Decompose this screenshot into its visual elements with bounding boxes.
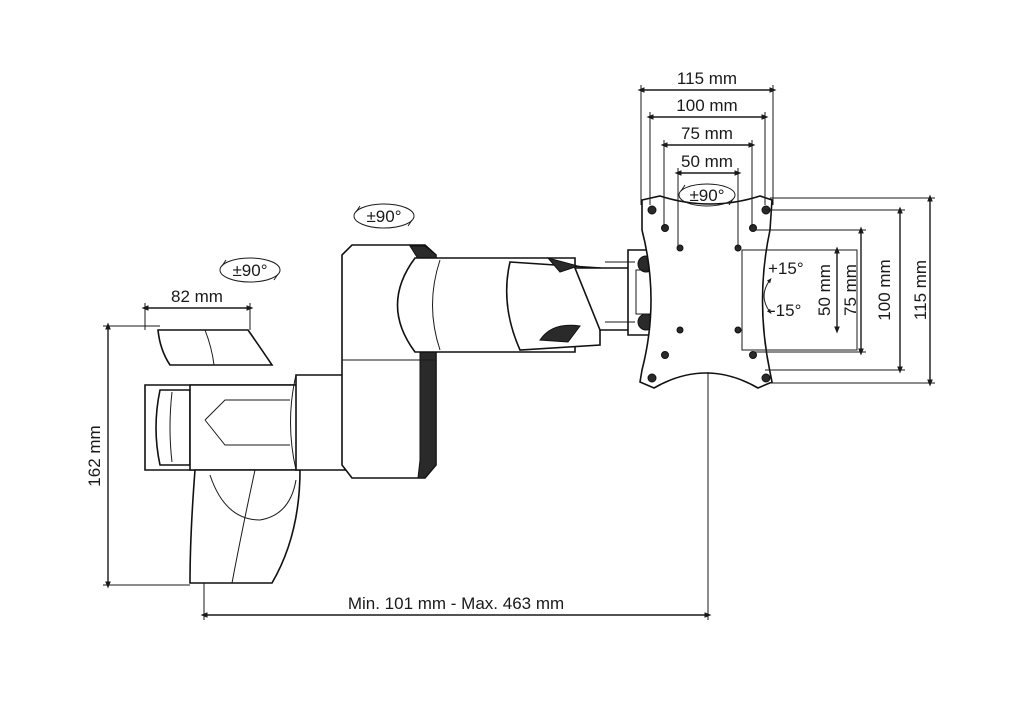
rotate-plate-label: ±90° [689,186,724,205]
dim-100-horizontal: 100 mm [676,96,737,115]
dim-162: 162 mm [85,425,104,486]
tilt-indicator: +15° -15° [763,259,804,320]
swivel-base-label: ±90° [232,261,267,280]
dim-50-horizontal: 50 mm [681,152,733,171]
vesa-vertical-dimensions: 115 mm 100 mm 75 mm 50 mm [755,194,935,387]
tilt-down-label: -15° [770,301,801,320]
dim-50-vertical: 50 mm [815,264,834,316]
dim-115-horizontal: 115 mm [677,69,737,88]
tilt-up-label: +15° [768,259,804,278]
dim-75-vertical: 75 mm [841,264,860,316]
lower-arm [290,374,346,471]
dim-reach: Min. 101 mm - Max. 463 mm [348,594,564,613]
dim-115-vertical: 115 mm [911,260,930,320]
dim-82: 82 mm [171,287,223,306]
dim-100-vertical: 100 mm [875,259,894,320]
dim-75-horizontal: 75 mm [681,124,733,143]
rotation-symbol-plate: ±90° [678,183,736,207]
upper-arm [396,257,631,353]
rotation-symbol-base: ±90° [219,257,281,283]
reach-dimension: Min. 101 mm - Max. 463 mm [200,372,712,620]
vesa-horizontal-dimensions: 115 mm 100 mm 75 mm 50 mm [637,69,777,248]
swivel-elbow-label: ±90° [366,207,401,226]
height-dimension: 162 mm [85,322,190,589]
rotation-symbol-elbow: ±90° [353,203,415,229]
clamp-width-dimension: 82 mm [141,287,254,330]
desk-clamp [144,329,301,584]
